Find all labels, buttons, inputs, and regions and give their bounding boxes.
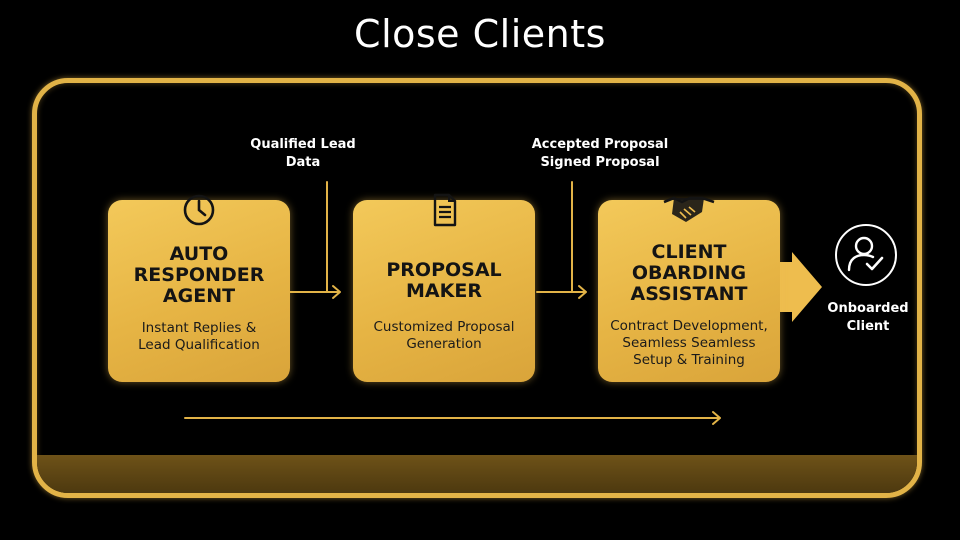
step-card-auto-responder: AUTO RESPONDER AGENT Instant Replies & L… — [108, 194, 290, 382]
bottom-flow-arrow — [184, 411, 721, 425]
connector-label-1: Qualified Lead Data — [250, 137, 356, 170]
step-name: PROPOSAL MAKER — [386, 259, 502, 302]
step-card-proposal-maker: PROPOSAL MAKER Customized Proposal Gener… — [353, 193, 535, 382]
step-description: Customized Proposal Generation — [373, 319, 515, 352]
step-name: AUTO RESPONDER AGENT — [133, 243, 265, 307]
connector-arrow-1 — [289, 285, 341, 299]
slide-title: Close Clients — [354, 12, 606, 56]
onboarded-user-icon — [835, 224, 897, 286]
document-icon — [427, 192, 461, 233]
output-label: Onboarded Client — [827, 301, 909, 334]
output-arrow — [778, 252, 822, 322]
step-description: Instant Replies & Lead Qualification — [138, 320, 260, 353]
clock-icon — [181, 192, 217, 233]
connector-arrow-2 — [536, 285, 587, 299]
step-name: CLIENT OBARDING ASSISTANT — [630, 241, 748, 305]
frame-base-band — [37, 455, 917, 493]
step-description: Contract Development, Seamless Seamless … — [610, 318, 768, 368]
step-card-client-onboarding: CLIENT OBARDING ASSISTANT Contract Devel… — [598, 196, 780, 382]
connector-label-2: Accepted Proposal Signed Proposal — [531, 137, 669, 170]
handshake-icon — [662, 192, 716, 231]
